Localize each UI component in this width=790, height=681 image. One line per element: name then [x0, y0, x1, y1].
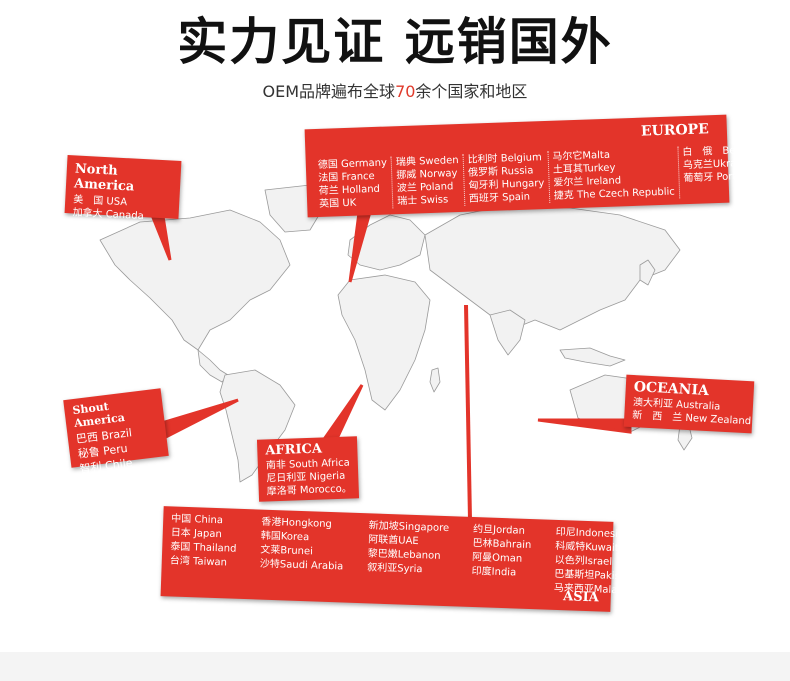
country-entry: 摩洛哥 Morocco。 [266, 483, 352, 498]
country-column: 香港Hongkong 韩国Korea 文莱Brunei 沙特Saudi Arab… [259, 516, 345, 589]
country-entry: 瑞士 Swiss [397, 194, 449, 208]
map-madagascar [429, 367, 441, 393]
country-column: 瑞典 Sweden 挪威 Norway 波兰 Poland 瑞士 Swiss [391, 153, 466, 209]
south-america-panel: Shout America 巴西 Brazil 秘鲁 Peru 智利 Chile [63, 388, 169, 476]
country-column: 印尼Indonesia 科威特Kuwait 以色列Israel 巴基斯坦Paki… [554, 526, 648, 599]
country-entry: 德国 Germany [317, 157, 388, 171]
footer-band [0, 652, 790, 681]
map-india [489, 309, 526, 356]
africa-title: AFRICA [265, 441, 323, 459]
map-north-america [99, 209, 291, 351]
country-entry: 葡萄牙 Portugal [683, 170, 759, 185]
subtitle-lead: OEM品牌遍布全球 [262, 82, 396, 101]
page-subtitle: OEM品牌遍布全球70余个国家和地区 [0, 78, 790, 102]
country-column: 马尔它Malta 土耳其Turkey 爱尔兰 Ireland 捷克 The Cz… [548, 146, 681, 203]
country-entry: 印度India [471, 565, 517, 579]
map-asia [424, 204, 681, 331]
asia-country-columns: 中国 China 日本 Japan 泰国 Thailand 台湾 Taiwan … [169, 512, 647, 597]
country-entry: 叙利亚Syria [367, 562, 423, 576]
oceania-panel: OCEANIA 澳大利亚 Australia 新 西 兰 New Zealand [623, 374, 755, 434]
country-entry: 台湾 Taiwan [169, 555, 228, 569]
africa-panel: AFRICA 南非 South Africa 尼日利亚 Nigeria 摩洛哥 … [256, 436, 360, 502]
country-column: 比利时 Belgium 俄罗斯 Russia 匈牙利 Hungary 西班牙 S… [463, 150, 551, 206]
country-column: 德国 Germany 法国 France 荷兰 Holland 英国 UK [313, 156, 394, 212]
north-america-title: North America [73, 161, 135, 195]
europe-country-columns: 德国 Germany 法国 France 荷兰 Holland 英国 UK 瑞典… [313, 143, 766, 212]
country-column: 中国 China 日本 Japan 泰国 Thailand 台湾 Taiwan [169, 512, 238, 584]
country-column: 白 俄 Belarus 乌克兰Ukraine 葡萄牙 Portugal [678, 143, 765, 198]
map-europe [347, 214, 426, 271]
page-title: 实力见证 远销国外 [177, 13, 613, 71]
map-indonesia [559, 347, 626, 367]
map-japan [639, 259, 656, 286]
asia-panel: 中国 China 日本 Japan 泰国 Thailand 台湾 Taiwan … [160, 506, 647, 612]
country-column: 约旦Jordan 巴林Bahrain 阿曼Oman 印度India [471, 523, 532, 595]
asia-title: ASIA [562, 589, 600, 606]
europe-title: EUROPE [640, 121, 710, 140]
europe-panel: EUROPE 德国 Germany 法国 France 荷兰 Holland 英… [304, 114, 760, 218]
country-entry: 沙特Saudi Arabia [259, 558, 344, 573]
map-central-america [197, 349, 229, 383]
country-entry: 英国 UK [319, 197, 357, 210]
country-entry: 波兰 Poland [396, 181, 454, 195]
country-entry: 捷克 The Czech Republic [553, 186, 676, 202]
country-entry: 匈牙利 Hungary [468, 178, 545, 192]
north-america-panel: North America 美 国 USA 加拿大 Canada [64, 155, 182, 222]
country-column: 新加坡Singapore 阿联酋UAE 黎巴嫩Lebanon 叙利亚Syria [367, 519, 450, 592]
subtitle-tail: 余个国家和地区 [415, 82, 528, 101]
map-africa [337, 274, 431, 411]
country-count: 70 [395, 82, 416, 101]
country-entry: 西班牙 Spain [468, 191, 531, 205]
country-entry: 荷兰 Holland [318, 183, 381, 197]
